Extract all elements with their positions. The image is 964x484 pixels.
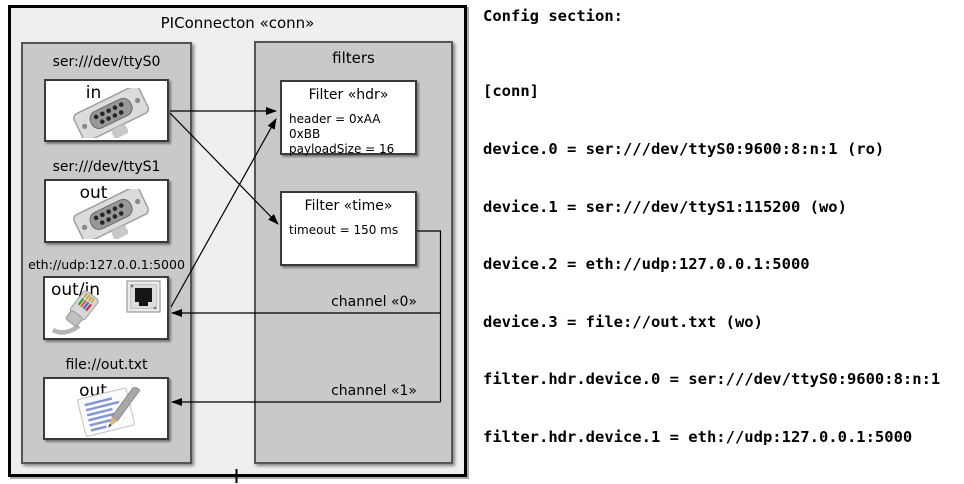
device-url-label: eth://udp:127.0.0.1:5000 <box>28 257 185 272</box>
device-url-label: file://out.txt <box>65 357 148 373</box>
device-box-ttys0: in <box>44 79 169 142</box>
config-line: device.2 = eth://udp:127.0.0.1:5000 <box>483 255 810 274</box>
ethernet-plug-icon <box>51 290 99 335</box>
device-box-file: out <box>43 377 169 440</box>
diagram-title: PIConnecton «conn» <box>160 14 315 32</box>
filter-title: Filter «hdr» <box>308 87 389 103</box>
filter-property: payloadSize = 16 <box>289 142 395 156</box>
config-line: [conn] <box>483 82 539 101</box>
device-url-label: ser:///dev/ttyS0 <box>52 54 161 70</box>
connector-diagram: PIConnecton «conn» ser:///dev/ttyS0 in <box>8 5 467 477</box>
filter-property: header = 0xAA 0xBB <box>289 112 381 141</box>
device-direction-label: out <box>79 183 108 203</box>
devices-panel: ser:///dev/ttyS0 in ser <box>21 42 192 464</box>
device-url-label: ser:///dev/ttyS1 <box>52 159 161 175</box>
filter-box-hdr: Filter «hdr» header = 0xAA 0xBB payloadS… <box>280 80 417 156</box>
config-line: filter.hdr.device.0 = ser:///dev/ttyS0:9… <box>483 370 941 389</box>
channel-1-label: channel «1» <box>331 383 417 399</box>
ethernet-jack-icon <box>126 280 161 313</box>
device-direction-label: in <box>85 83 102 103</box>
filters-panel-title: filters <box>332 49 375 67</box>
filters-panel: filters Filter «hdr» header = 0xAA 0xBB … <box>254 41 453 464</box>
notepad-pencil-icon <box>77 387 141 437</box>
filter-property: timeout = 150 ms <box>289 223 399 237</box>
filter-title: Filter «time» <box>304 198 393 214</box>
config-heading: Config section: <box>483 7 623 25</box>
filter-box-time: Filter «time» timeout = 150 ms <box>280 191 417 266</box>
device-box-eth: out/in <box>43 276 169 340</box>
serial-connector-icon <box>73 189 150 239</box>
channel-0-label: channel «0» <box>331 294 417 310</box>
device-box-ttys1: out <box>44 179 169 243</box>
config-line: filter.hdr.device.1 = eth://udp:127.0.0.… <box>483 428 913 447</box>
serial-connector-icon <box>73 88 150 138</box>
config-section: [conn] device.0 = ser:///dev/ttyS0:9600:… <box>483 44 950 484</box>
config-line: device.1 = ser:///dev/ttyS1:115200 (wo) <box>483 197 847 216</box>
config-line: device.0 = ser:///dev/ttyS0:9600:8:n:1 (… <box>483 140 885 159</box>
config-line: device.3 = file://out.txt (wo) <box>483 312 763 331</box>
